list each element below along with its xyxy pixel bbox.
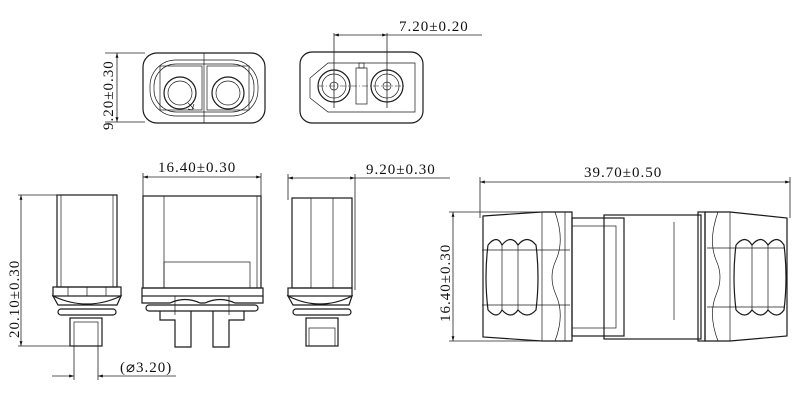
dim-front-width: 16.40±0.30 [142,160,262,198]
front-view [141,195,264,348]
side-height-label: 20.10±0.30 [7,260,23,338]
dim-pin-spacing: 7.20±0.20 [334,19,482,37]
mated-length-label: 39.70±0.50 [584,165,662,181]
side-view-right [286,197,354,347]
pin-spacing-label: 7.20±0.20 [399,19,469,35]
dim-side-height: 20.10±0.30 [7,194,72,347]
mated-assembly-view [482,211,788,342]
side-width-label: 9.20±0.30 [366,162,436,178]
dim-pin-diameter: (⌀3.20) [52,346,176,380]
side-view-narrow [51,194,123,347]
dim-mated-height: 16.40±0.30 [438,211,545,342]
dim-side-width: 9.20±0.30 [287,162,450,290]
mated-height-label: 16.40±0.30 [438,244,454,322]
dim-front-height: 9.20±0.30 [101,52,145,130]
dim-mated-length: 39.70±0.50 [479,165,791,218]
female-face-view [142,52,266,124]
male-face-view [299,33,424,124]
pin-diameter-label: (⌀3.20) [120,360,172,376]
front-height-label: 9.20±0.30 [101,60,117,130]
front-width-label: 16.40±0.30 [158,160,236,176]
